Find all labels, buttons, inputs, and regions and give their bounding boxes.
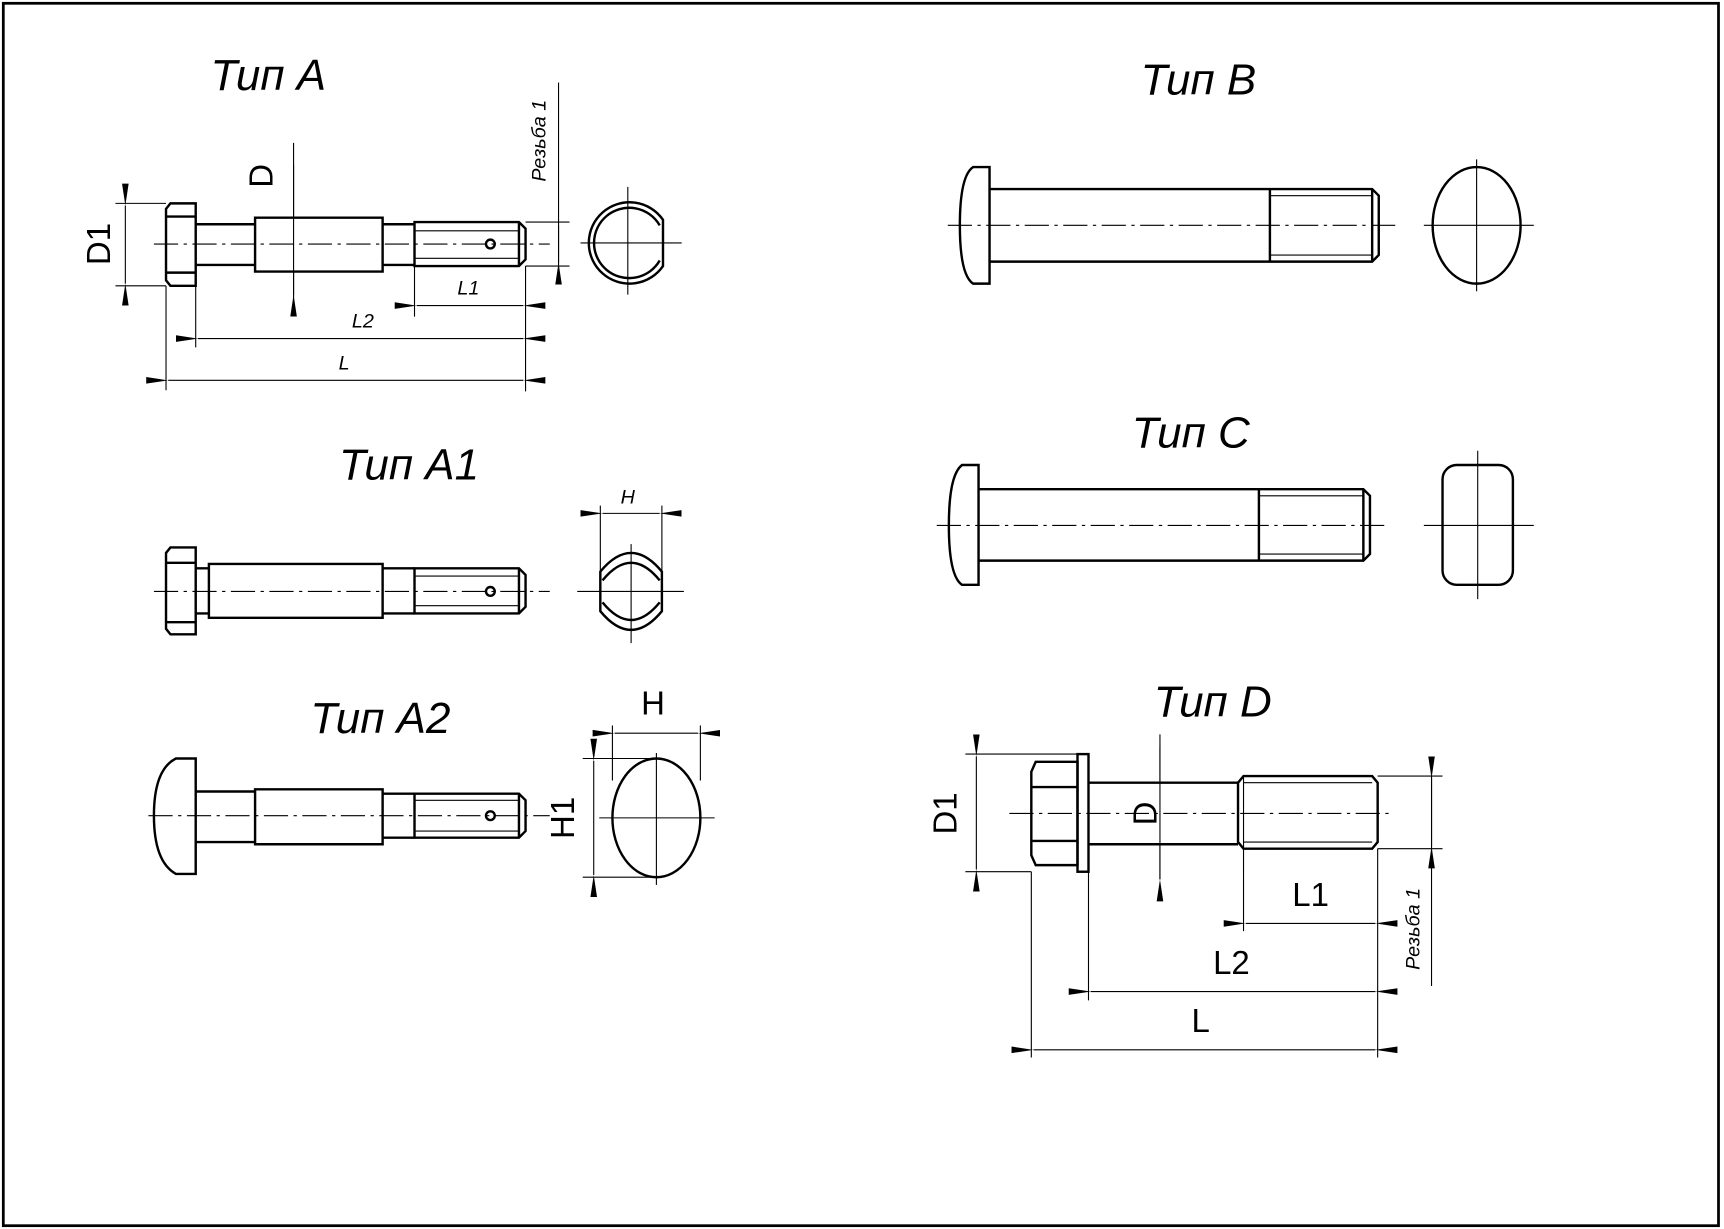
type-a-view: Тип А D D1 Резьба 1 L1 L2 L (80, 51, 682, 392)
type-d-view: Тип D D1 D Резьба 1 L1 L2 L (927, 678, 1443, 1058)
type-a2-view: Тип А2 H H1 (148, 685, 721, 898)
type-c-view: Тип C (936, 408, 1534, 600)
type-a-title: Тип А (210, 51, 326, 100)
dim-l1-label: L1 (1292, 876, 1329, 913)
type-a2-title: Тип А2 (310, 694, 450, 743)
dim-d1-label: D1 (927, 792, 964, 834)
type-b-view: Тип B (947, 56, 1534, 292)
dim-d-label: D (243, 164, 280, 188)
type-c-title: Тип C (1132, 408, 1250, 457)
dim-d-label: D (1127, 802, 1164, 826)
dim-h1-label: H1 (544, 797, 581, 839)
dim-h-label: H (641, 685, 665, 722)
dim-l1-label: L1 (457, 278, 479, 300)
type-a1-end-view: H (577, 486, 684, 644)
type-a2-end-view: H H1 (544, 685, 721, 898)
type-a-end-view (580, 186, 682, 295)
type-b-title: Тип B (1141, 56, 1257, 105)
dim-l2-label: L2 (352, 311, 374, 333)
type-a1-title: Тип А1 (339, 440, 479, 489)
dim-d1-label: D1 (80, 223, 117, 265)
dim-h-label: H (621, 486, 636, 508)
dim-l-label: L (1191, 1002, 1209, 1039)
thread-label: Резьба 1 (528, 100, 550, 182)
type-d-title: Тип D (1154, 678, 1272, 727)
type-a1-view: Тип А1 H (153, 440, 684, 644)
dim-l-label: L (339, 352, 350, 374)
dim-l2-label: L2 (1213, 944, 1250, 981)
thread-label: Резьба 1 (1402, 888, 1424, 970)
